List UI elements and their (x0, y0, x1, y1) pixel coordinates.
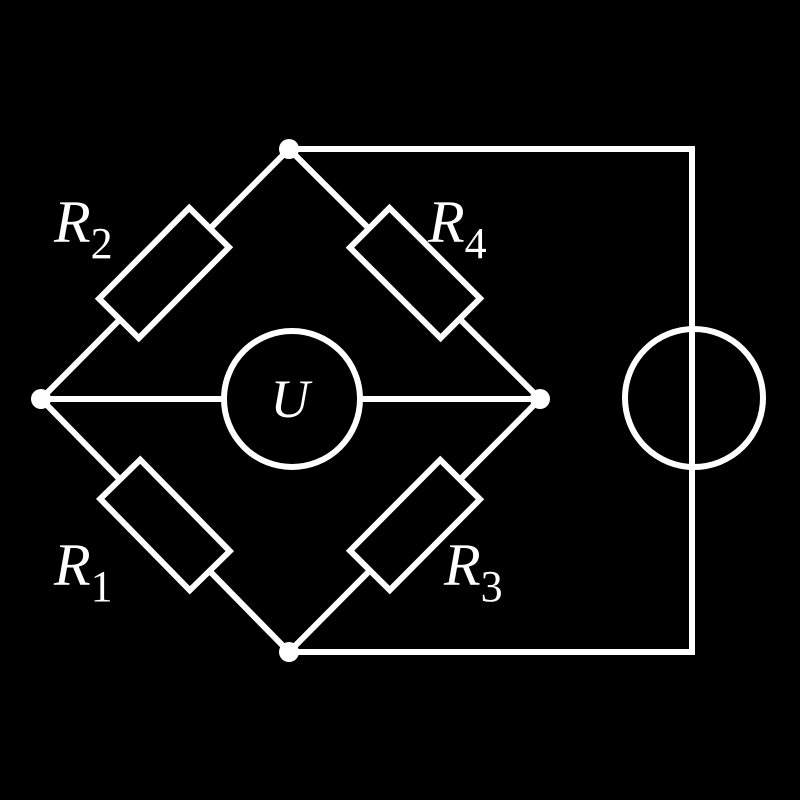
voltmeter-label: U (271, 369, 313, 429)
node-top (279, 139, 299, 159)
resistor-r2 (94, 203, 234, 343)
label-r3: R3 (443, 532, 503, 611)
label-r1: R1 (53, 532, 113, 611)
node-right (530, 389, 550, 409)
label-r2: R2 (53, 189, 113, 268)
resistor-r1 (95, 455, 235, 595)
resistor-r3 (345, 455, 485, 595)
label-r4: R4 (427, 189, 487, 268)
node-bottom (279, 642, 299, 662)
voltmeter-circle (221, 328, 363, 470)
resistor-r4 (345, 203, 485, 343)
node-left (31, 389, 51, 409)
